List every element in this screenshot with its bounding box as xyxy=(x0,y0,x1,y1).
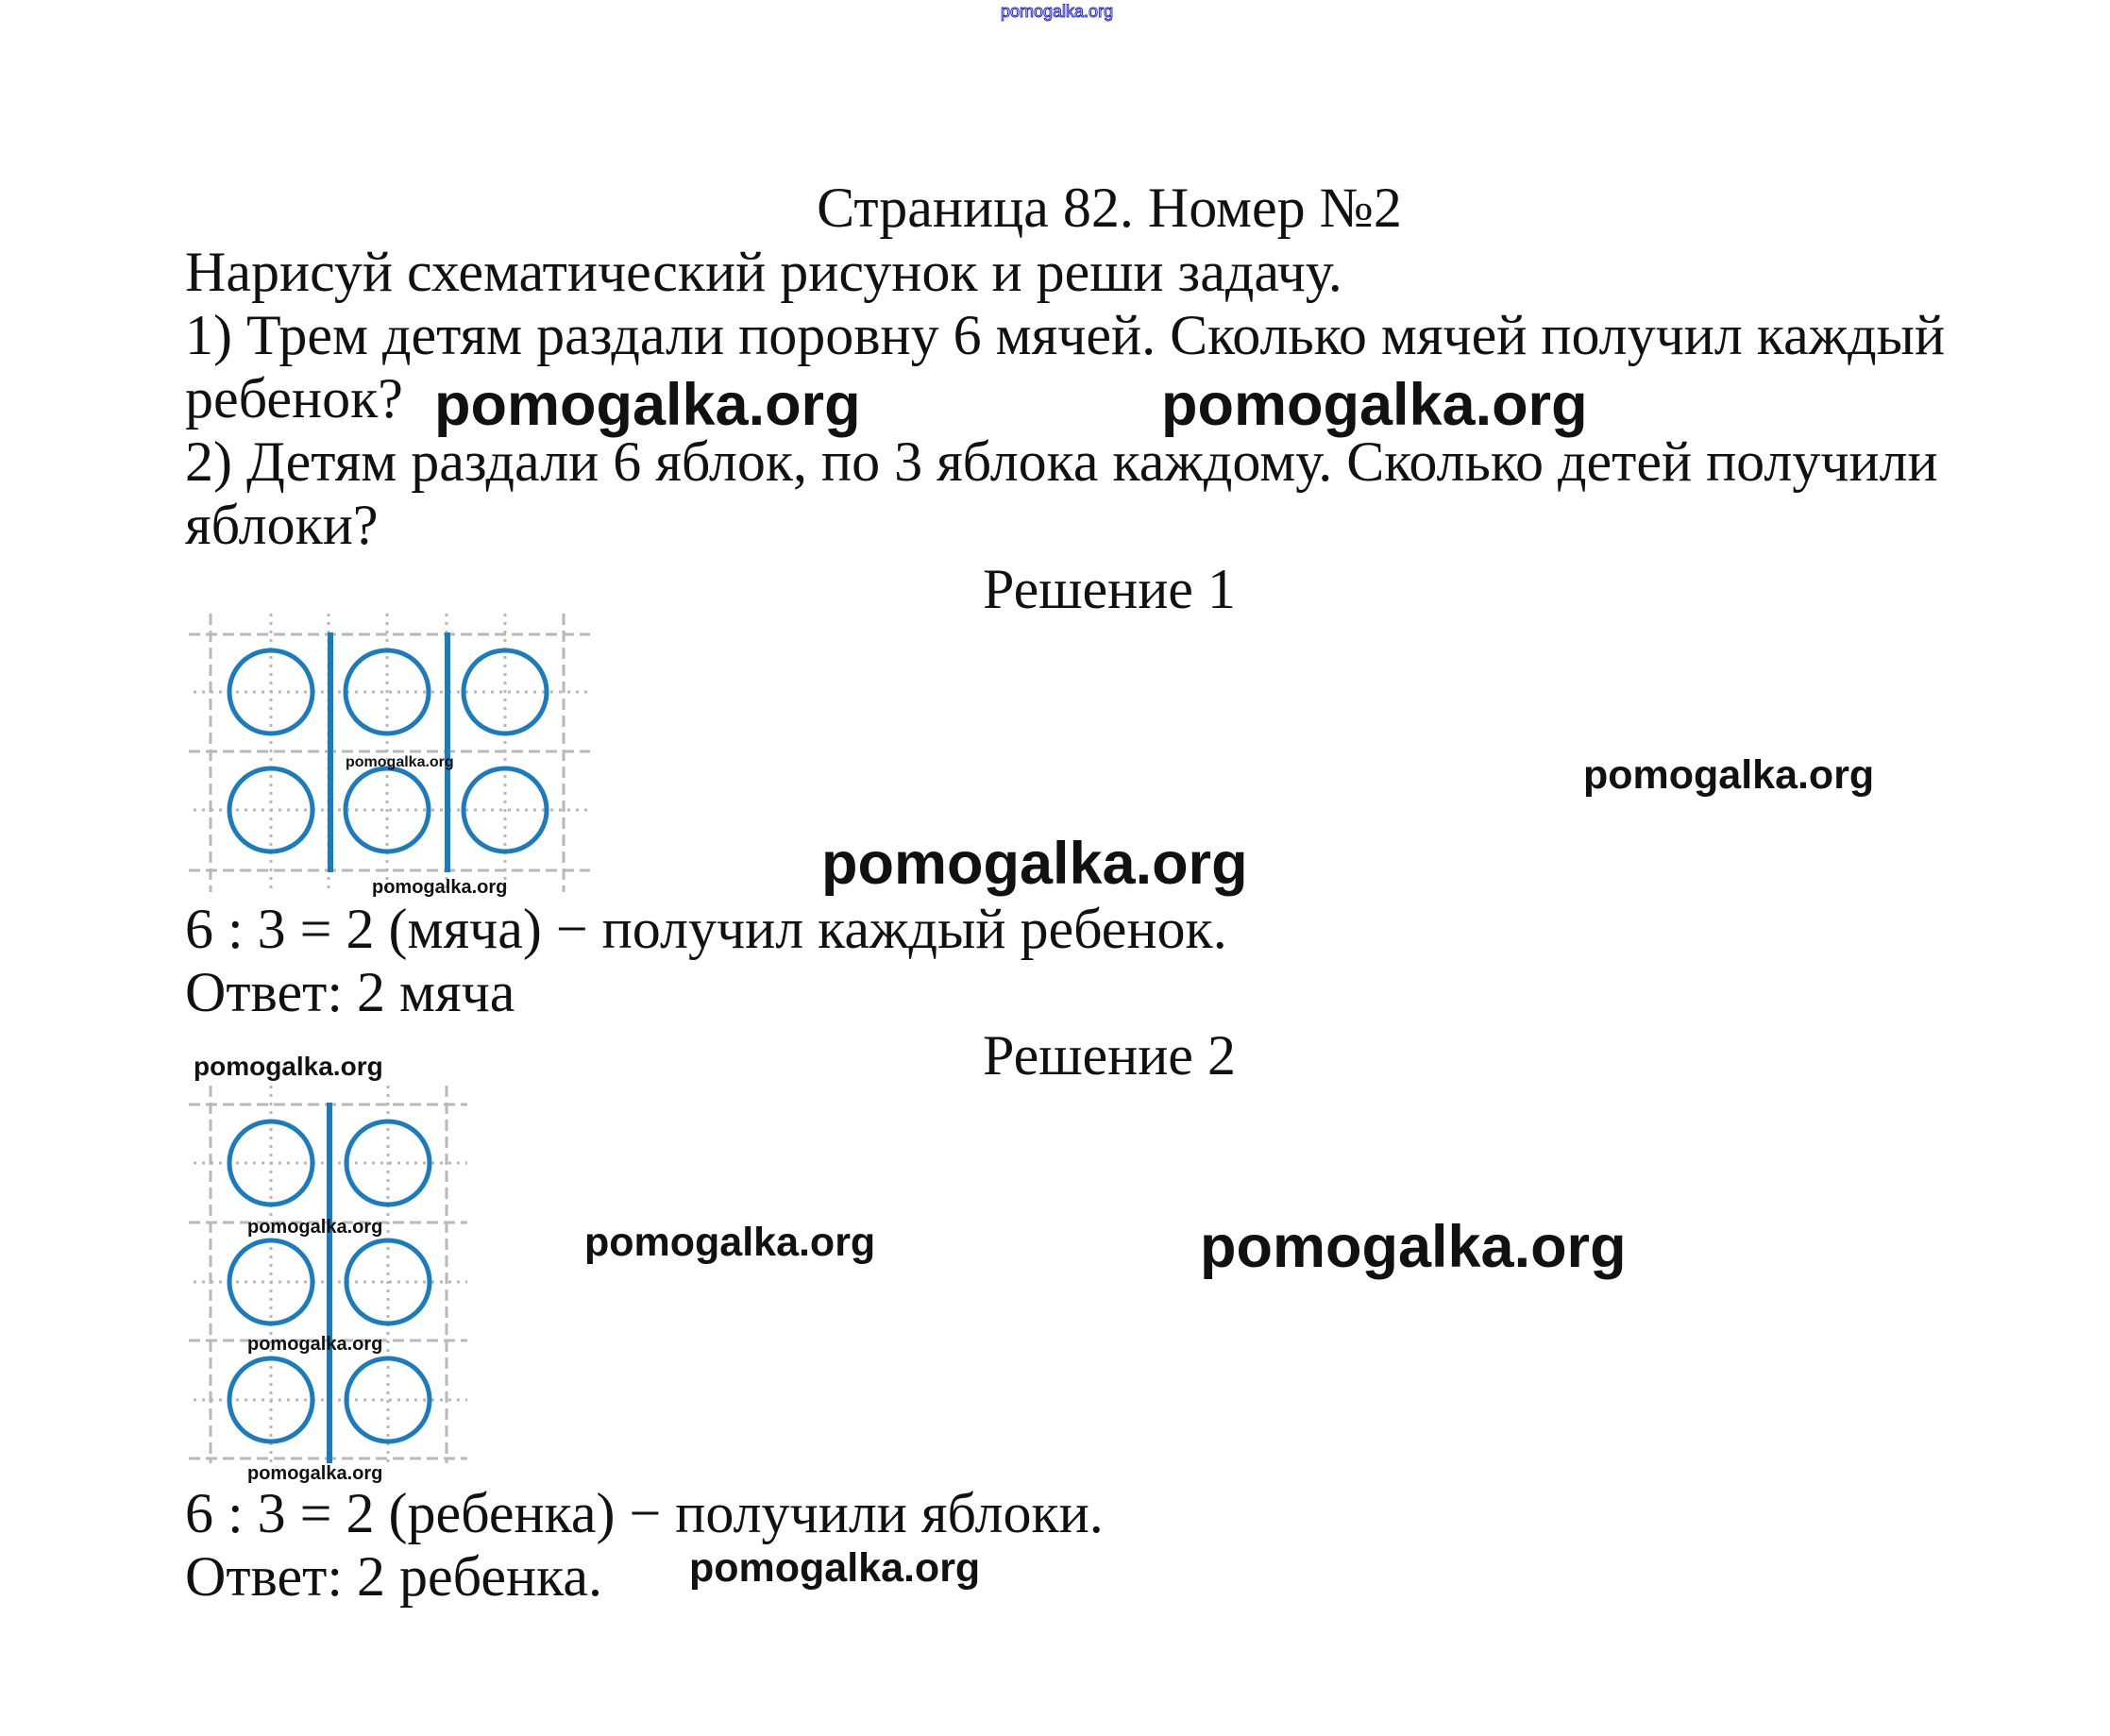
apple-icon xyxy=(227,1238,315,1326)
solution1-equation: 6 : 3 = 2 (мяча) − получил каждый ребено… xyxy=(185,898,1227,960)
watermark: pomogalka.org xyxy=(372,877,508,898)
apple-icon xyxy=(227,1356,315,1444)
solution2-answer: Ответ: 2 ребенка. xyxy=(185,1545,603,1608)
page-title: Страница 82. Номер №2 xyxy=(817,177,1402,239)
ball-icon xyxy=(227,766,315,854)
watermark: pomogalka.org xyxy=(584,1220,876,1265)
apple-icon xyxy=(227,1119,315,1207)
apple-icon xyxy=(344,1119,432,1207)
problem2-line1: 2) Детям раздали 6 яблок, по 3 яблока ка… xyxy=(185,430,1938,493)
problem2-line2: яблоки? xyxy=(185,494,379,556)
ball-icon xyxy=(343,766,431,854)
watermark: pomogalka.org xyxy=(346,754,454,770)
diagram-2-apples xyxy=(227,1103,432,1463)
apple-icon xyxy=(344,1356,432,1444)
task-intro: Нарисуй схематический рисунок и реши зад… xyxy=(185,241,1342,303)
ball-icon xyxy=(461,766,549,854)
problem1-line1: 1) Трем детям раздали поровну 6 мячей. С… xyxy=(185,304,1946,366)
watermark: pomogalka.org xyxy=(689,1545,981,1591)
solution1-answer: Ответ: 2 мяча xyxy=(185,961,515,1023)
watermark: pomogalka.org xyxy=(1161,372,1588,438)
solution1-heading: Решение 1 xyxy=(983,558,1236,620)
problem1-line2: ребенок? xyxy=(185,367,403,430)
solution2-equation: 6 : 3 = 2 (ребенка) − получили яблоки. xyxy=(185,1482,1104,1544)
ball-icon xyxy=(227,648,315,736)
watermark: pomogalka.org xyxy=(194,1052,383,1081)
watermark: pomogalka.org xyxy=(1583,752,1875,798)
watermark: pomogalka.org xyxy=(821,831,1248,897)
watermark: pomogalka.org xyxy=(247,1463,383,1484)
watermark: pomogalka.org xyxy=(247,1334,383,1355)
watermark: pomogalka.org xyxy=(1200,1214,1627,1280)
apple-icon xyxy=(344,1238,432,1326)
watermark: pomogalka.org xyxy=(247,1217,383,1238)
ball-icon xyxy=(461,648,549,736)
site-link[interactable]: pomogalka.org xyxy=(1000,2,1114,22)
diagram-1-balls xyxy=(227,632,549,872)
solution2-heading: Решение 2 xyxy=(983,1024,1236,1087)
watermark: pomogalka.org xyxy=(434,372,861,438)
ball-icon xyxy=(343,648,431,736)
